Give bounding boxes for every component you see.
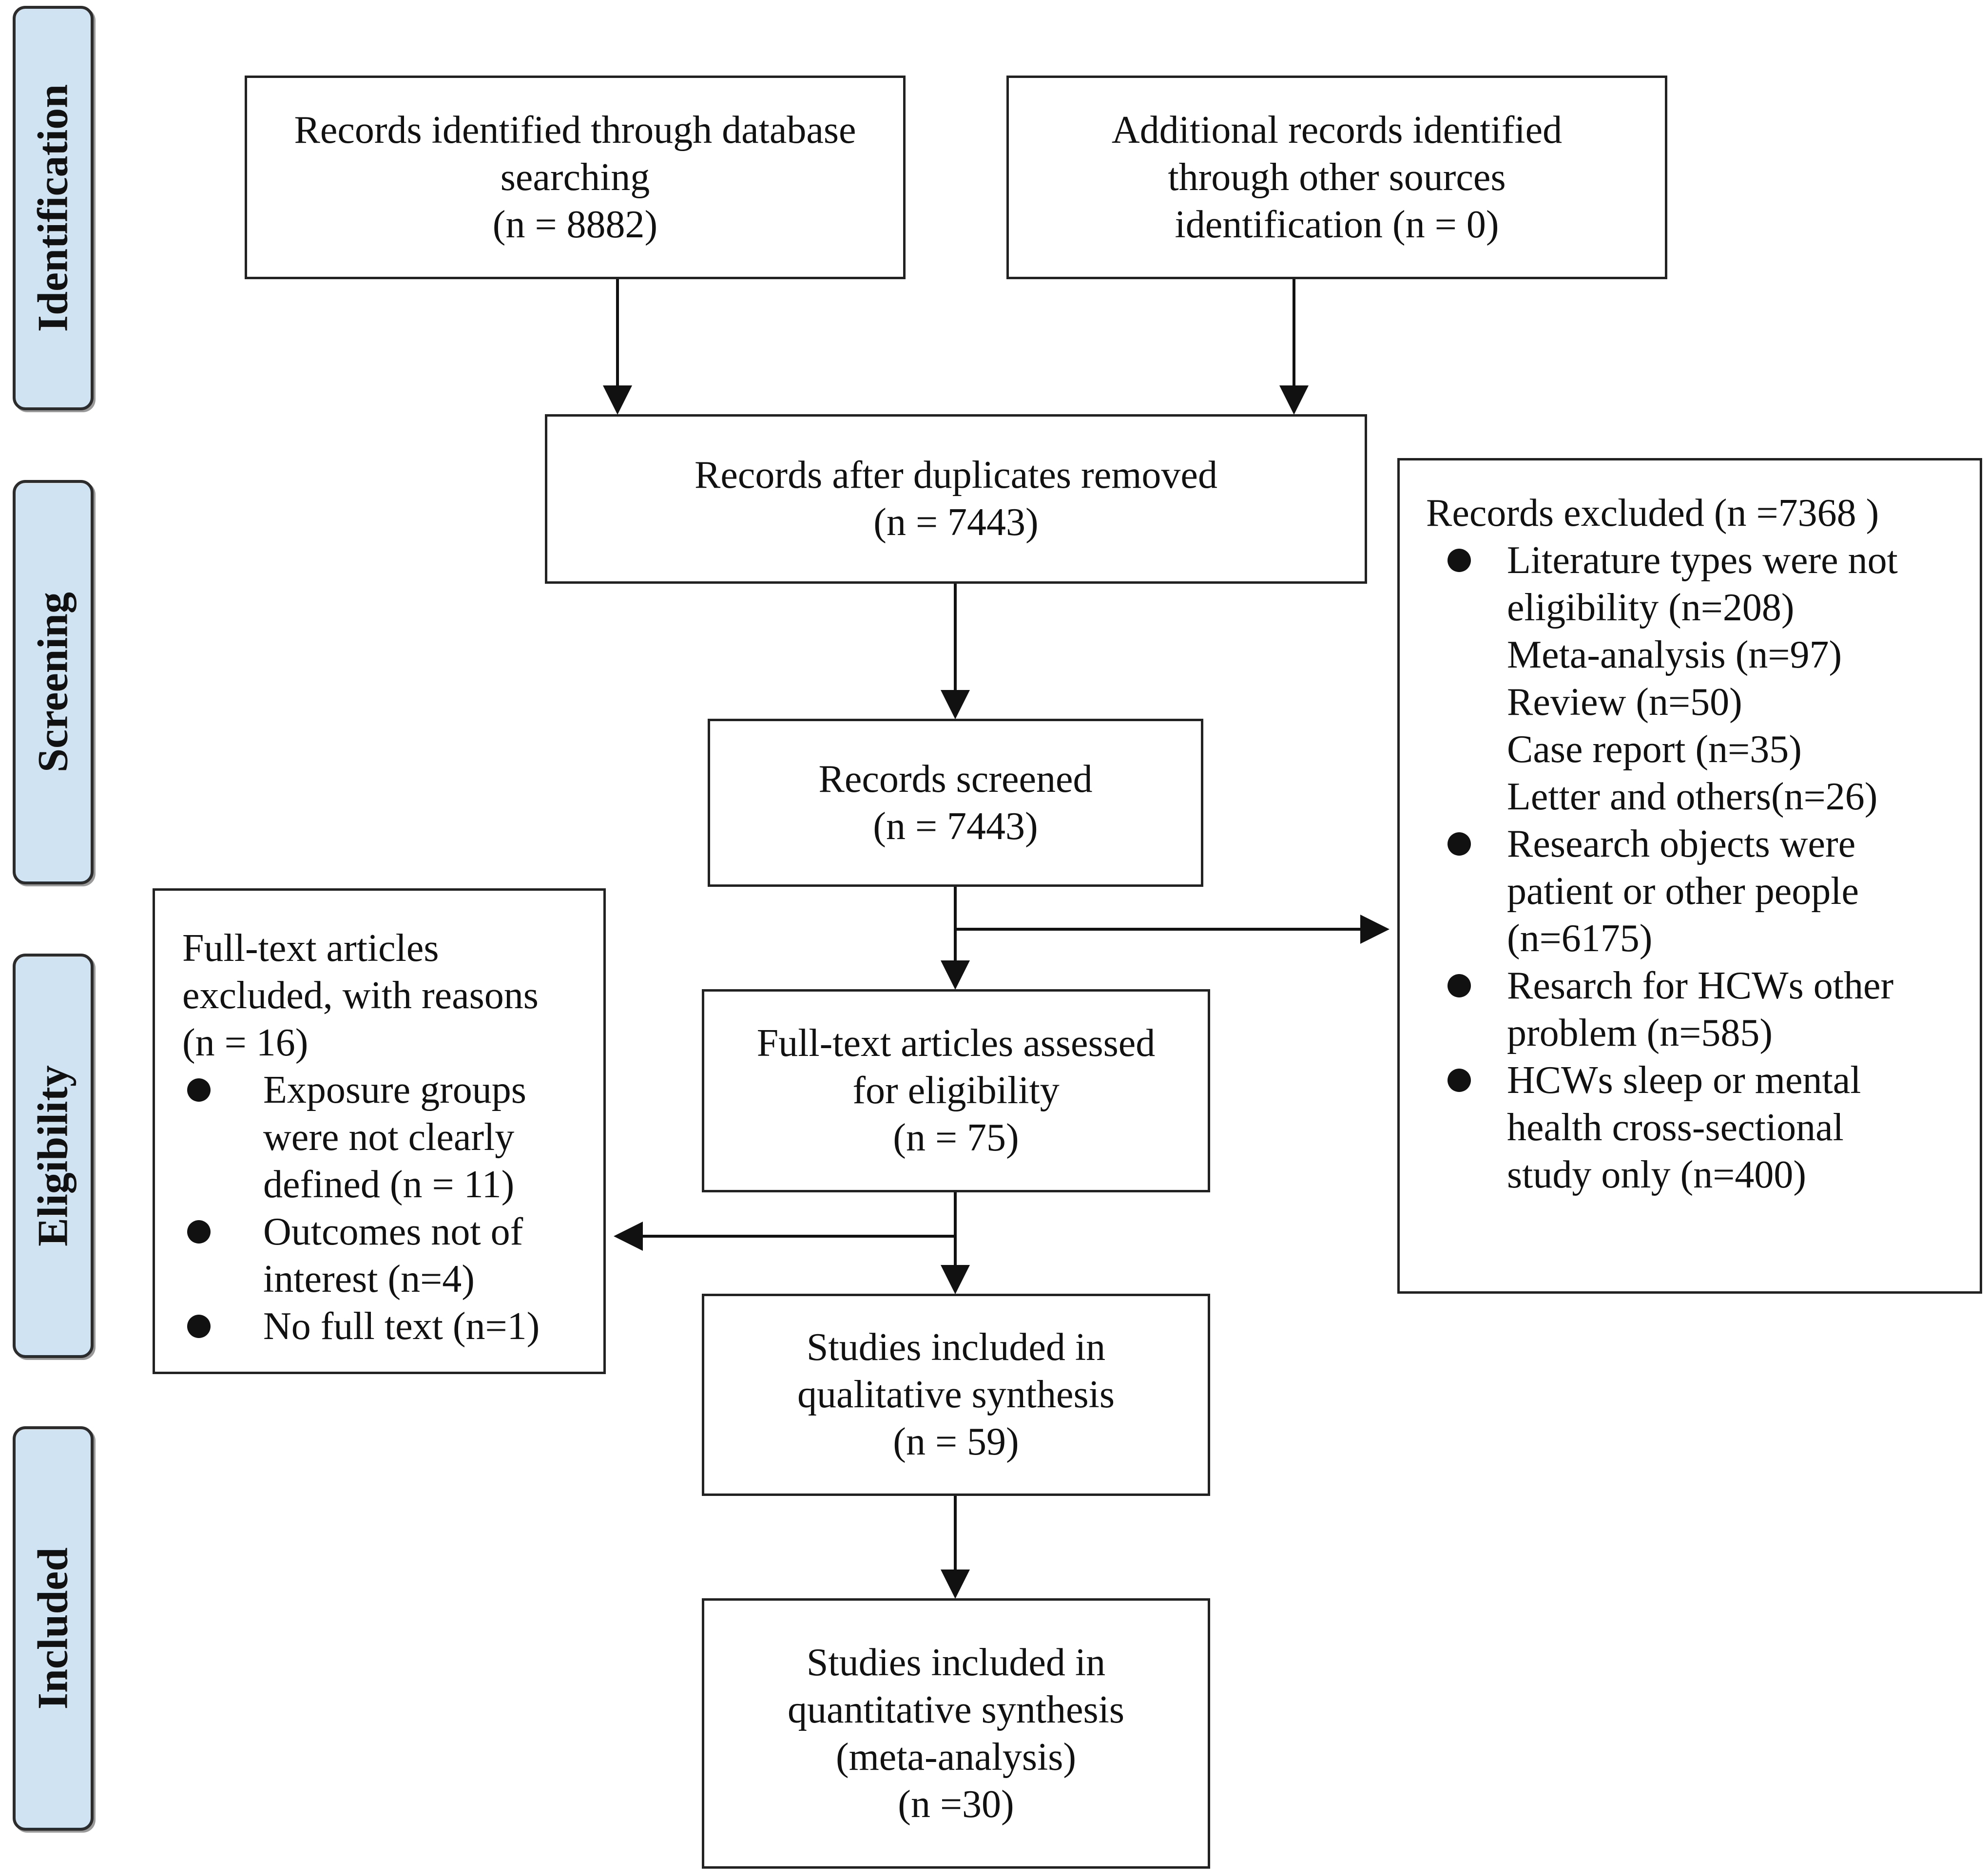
records-excluded-item: Research objects were patient or other p… [1426,821,1970,962]
fulltext-assessed-line: for eligibility [852,1069,1060,1112]
bullet-icon [187,1078,211,1102]
other-sources-line: Additional records identified [1111,108,1563,152]
duplicates-removed-count: (n = 7443) [873,501,1039,544]
fulltext-assessed-line: Full-text articles assessed [756,1022,1156,1065]
other-sources-line: identification (n = 0) [1175,203,1499,246]
records-excluded-box: Records excluded (n =7368 ) Literature t… [1397,458,1982,1294]
stage-included-label: Included [29,1547,77,1710]
records-excluded-item-line: HCWs sleep or mental [1507,1059,1861,1102]
stage-screening: Screening [13,480,94,884]
fulltext-excluded-item-line: No full text (n=1) [263,1305,540,1348]
qualitative-synthesis-line: qualitative synthesis [797,1373,1115,1416]
database-records-box: Records identified through database sear… [245,76,906,279]
stage-eligibility: Eligibility [13,954,94,1358]
records-excluded-item-line: patient or other people [1507,870,1859,913]
fulltext-excluded-item-line: interest (n=4) [263,1258,475,1301]
records-excluded-item: Literature types were not eligibility (n… [1426,537,1970,632]
quantitative-synthesis-count: (n =30) [898,1782,1014,1826]
bullet-icon [1448,1069,1471,1092]
fulltext-assessed-count: (n = 75) [893,1116,1019,1159]
fulltext-excluded-item: Exposure groups were not clearly defined… [182,1067,594,1208]
records-excluded-subitem: Meta-analysis (n=97) [1507,633,1842,676]
quantitative-synthesis-line: (meta-analysis) [835,1735,1077,1779]
qualitative-synthesis-line: Studies included in [806,1326,1106,1369]
bullet-icon [187,1315,211,1338]
fulltext-excluded-title: Full-text articles excluded, with reason… [182,925,594,1067]
records-excluded-item-line: problem (n=585) [1507,1012,1773,1054]
qualitative-synthesis-box: Studies included in qualitative synthesi… [702,1294,1210,1496]
fulltext-excluded-item-line: were not clearly [263,1116,515,1159]
bullet-icon [187,1220,211,1244]
records-excluded-subitems: Meta-analysis (n=97) Review (n=50) Case … [1426,632,1970,821]
fulltext-excluded-item-line: defined (n = 11) [263,1163,515,1206]
duplicates-removed-line: Records after duplicates removed [695,454,1217,497]
records-excluded-item-line: study only (n=400) [1507,1153,1806,1196]
fulltext-excluded-item-line: Outcomes not of [263,1210,523,1253]
fulltext-excluded-item: Outcomes not of interest (n=4) [182,1208,594,1303]
database-records-line: Records identified through database [294,108,856,152]
fulltext-excluded-item: No full text (n=1) [182,1303,594,1350]
records-excluded-item: Resarch for HCWs other problem (n=585) [1426,962,1970,1057]
stage-identification-label: Identification [29,84,77,332]
records-excluded-item-line: health cross-sectional [1507,1106,1844,1149]
qualitative-synthesis-count: (n = 59) [893,1420,1019,1463]
stage-screening-label: Screening [29,592,77,772]
records-excluded-item-line: Research objects were [1507,823,1856,865]
records-excluded-title: Records excluded (n =7368 ) [1426,490,1970,537]
bullet-icon [1448,832,1471,856]
records-excluded-subitem: Review (n=50) [1507,681,1742,724]
quantitative-synthesis-line: Studies included in [806,1641,1106,1684]
fulltext-excluded-count: (n = 16) [182,1021,309,1064]
database-records-line: searching [500,155,650,199]
quantitative-synthesis-line: quantitative synthesis [787,1688,1124,1731]
fulltext-assessed-box: Full-text articles assessed for eligibil… [702,989,1210,1192]
stage-included: Included [13,1426,94,1831]
records-screened-box: Records screened (n = 7443) [708,719,1203,887]
fulltext-excluded-item-line: Exposure groups [263,1069,526,1111]
records-screened-line: Records screened [818,757,1093,801]
records-excluded-subitem: Letter and others(n=26) [1507,775,1878,818]
records-excluded-item-line: eligibility (n=208) [1507,586,1795,629]
records-excluded-item-line: Resarch for HCWs other [1507,964,1894,1007]
other-sources-line: through other sources [1168,155,1506,199]
records-excluded-list: Literature types were not eligibility (n… [1426,537,1970,1199]
fulltext-excluded-list: Exposure groups were not clearly defined… [182,1067,594,1350]
stage-identification: Identification [13,6,94,410]
stage-eligibility-label: Eligibility [29,1065,77,1246]
other-sources-box: Additional records identified through ot… [1006,76,1667,279]
quantitative-synthesis-box: Studies included in quantitative synthes… [702,1598,1210,1869]
bullet-icon [1448,549,1471,572]
fulltext-excluded-title-line: Full-text articles [182,927,439,970]
records-excluded-subitem: Case report (n=35) [1507,728,1802,771]
duplicates-removed-box: Records after duplicates removed (n = 74… [545,414,1367,584]
fulltext-excluded-box: Full-text articles excluded, with reason… [153,888,606,1374]
database-records-count: (n = 8882) [492,203,658,246]
records-excluded-item-line: (n=6175) [1507,917,1653,960]
records-excluded-title-text: Records excluded (n =7368 ) [1426,492,1879,535]
records-excluded-item-line: Literature types were not [1507,539,1898,582]
records-screened-count: (n = 7443) [873,804,1038,848]
records-excluded-item: HCWs sleep or mental health cross-sectio… [1426,1057,1970,1199]
bullet-icon [1448,974,1471,997]
fulltext-excluded-title-line: excluded, with reasons [182,974,539,1017]
